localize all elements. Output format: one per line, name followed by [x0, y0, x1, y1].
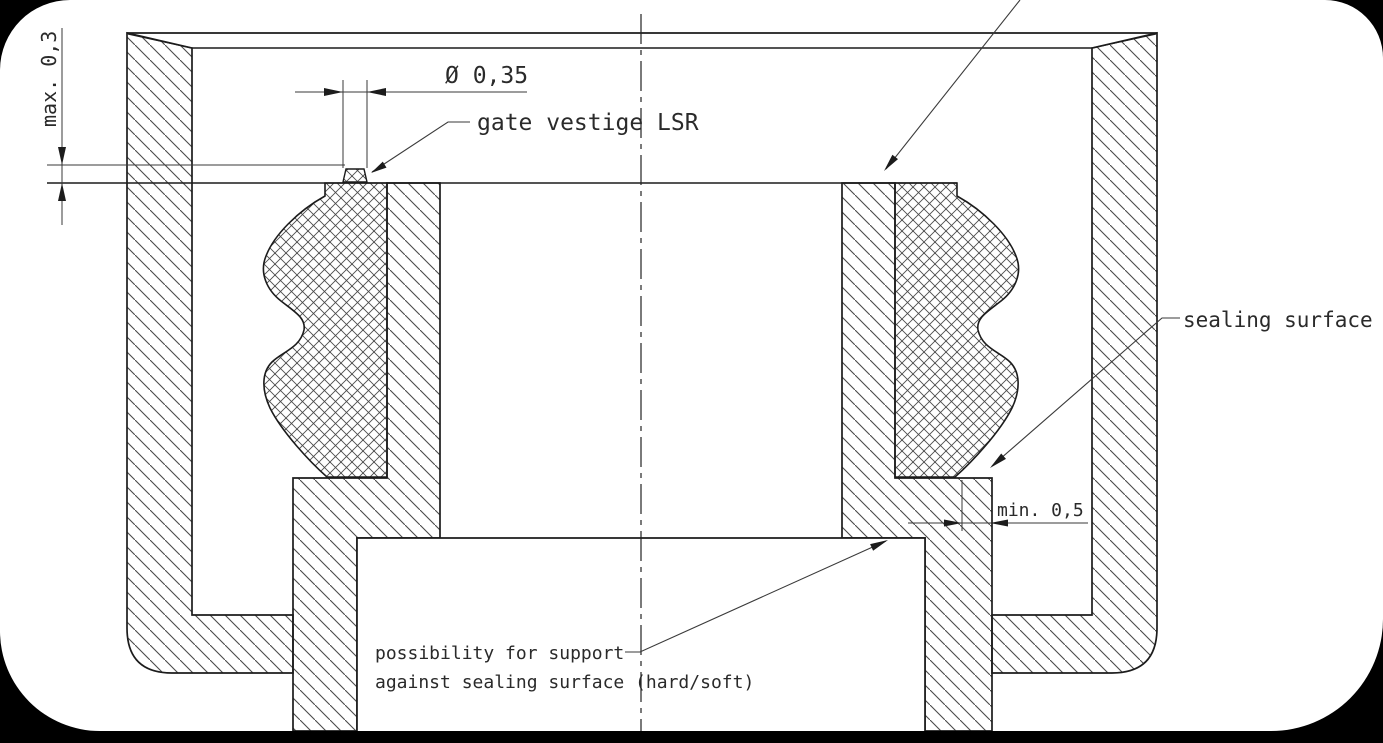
- gate-vestige-stub: [342, 168, 368, 183]
- outer-housing-section: [126, 31, 1158, 674]
- housing-top-right-chamfer-edge: [1091, 33, 1157, 49]
- arrowhead: [944, 519, 962, 527]
- support-margin-text: min. 0,5: [997, 500, 1084, 521]
- leader-gate-vestige: [371, 121, 470, 173]
- lsr-seal-left-section: [262, 182, 388, 478]
- arrowhead: [367, 88, 386, 96]
- arrowhead: [371, 161, 387, 173]
- arrowhead: [884, 154, 898, 171]
- arrowhead: [58, 147, 66, 165]
- housing-top-left-chamfer-edge: [127, 33, 193, 49]
- arrowhead: [990, 519, 1008, 527]
- housing-left-wall-section: [126, 31, 294, 674]
- leader-support-note: [625, 540, 888, 653]
- gate-diameter-text: Ø 0,35: [445, 63, 528, 89]
- core-insert-left-section: [292, 182, 441, 731]
- gate-height-limit-text: max. 0,3: [37, 31, 61, 127]
- support-note-line2: against sealing surface (hard/soft): [375, 672, 754, 693]
- dimension-support-margin: [908, 480, 1088, 531]
- lsr-seal-section: [262, 168, 1020, 478]
- leader-sealing-surface: [990, 317, 1180, 468]
- arrowhead: [58, 183, 66, 201]
- dimension-gate-diameter: [295, 80, 527, 168]
- dimension-gate-height: [47, 28, 345, 225]
- core-insert-section: [292, 182, 993, 731]
- arrowhead: [870, 540, 888, 551]
- arrowhead: [324, 88, 343, 96]
- housing-right-wall-section: [991, 31, 1158, 674]
- gate-vestige-label: gate vestige LSR: [477, 110, 699, 136]
- arrowhead: [990, 453, 1006, 468]
- support-note-line1: possibility for support: [375, 643, 624, 664]
- sealing-surface-label: sealing surface: [1183, 308, 1373, 332]
- core-insert-right-section: [841, 182, 993, 731]
- leader-top-right: [884, 0, 1021, 171]
- lsr-seal-right-section: [894, 182, 1020, 478]
